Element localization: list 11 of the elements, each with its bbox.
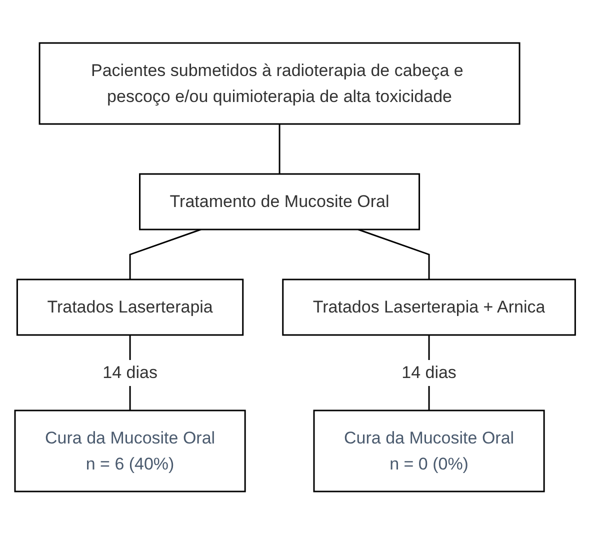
edge-label: 14 dias xyxy=(402,363,457,382)
connector xyxy=(130,229,202,280)
connector xyxy=(279,124,281,174)
connector xyxy=(358,229,430,280)
node-box: Tratamento de Mucosite Oral xyxy=(139,174,420,230)
node-box: Tratados Laserterapia xyxy=(16,279,244,336)
node-box: Pacientes submetidos à radioterapia de cabeça e pescoço e/ou quimioterapia de alta toxicidade xyxy=(39,42,521,125)
node-box: Cura da Mucosite Oral n = 0 (0%) xyxy=(314,410,546,492)
edge-label: 14 dias xyxy=(103,363,158,382)
node-box: Tratados Laserterapia + Arnica xyxy=(282,279,576,336)
node-box: Cura da Mucosite Oral n = 6 (40%) xyxy=(14,410,246,492)
